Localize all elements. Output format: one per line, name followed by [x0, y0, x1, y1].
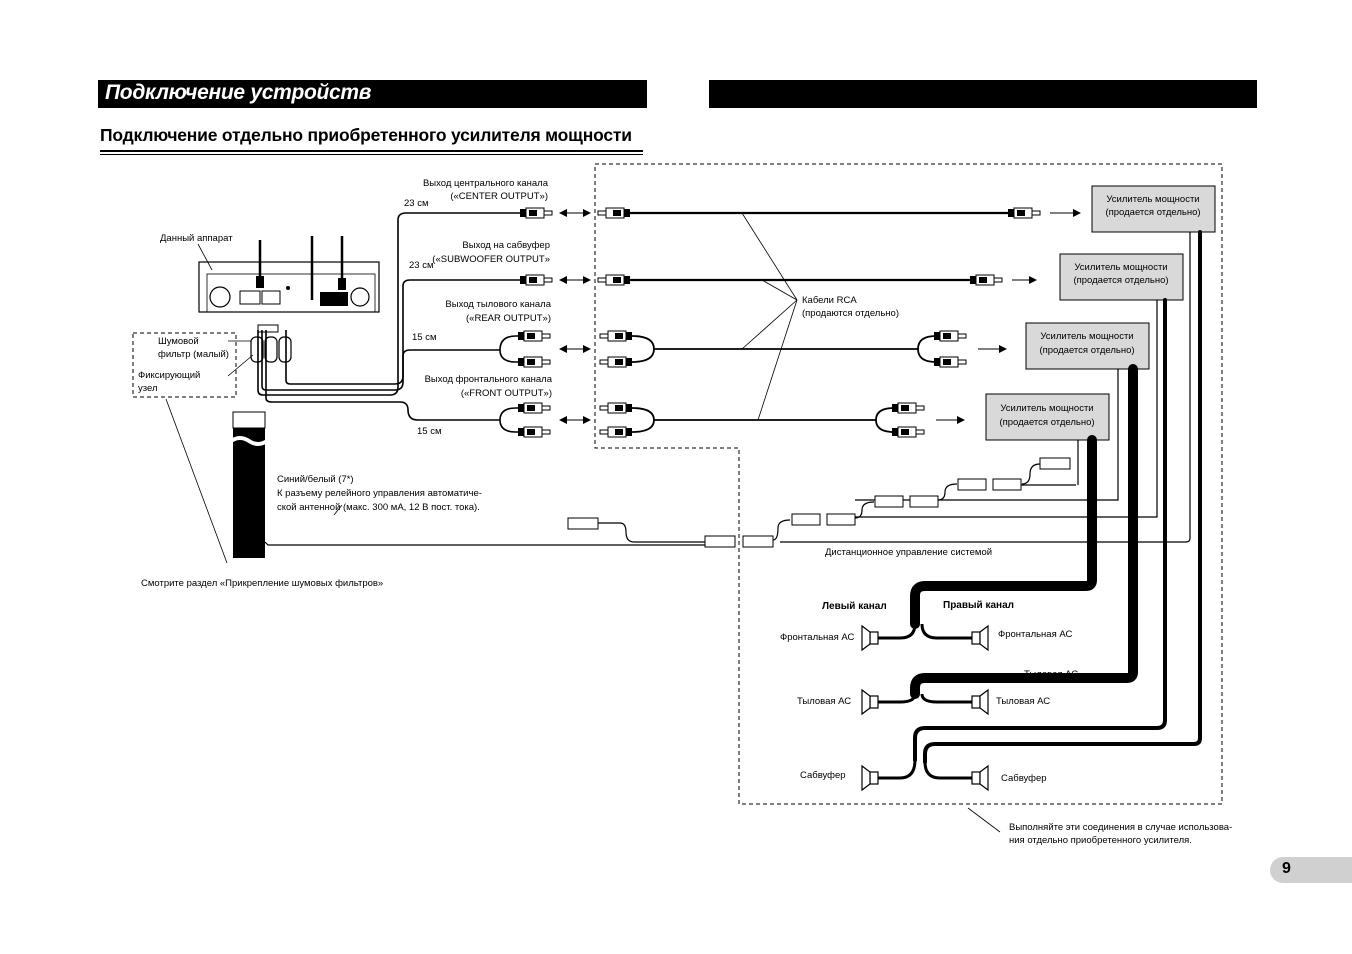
section-title: Подключение устройств [105, 81, 372, 104]
front-speaker-right-label: Фронтальная АС [998, 629, 1072, 640]
amp-1-label-2: (продается отдельно) [1105, 207, 1200, 218]
length-23-b: 23 см [409, 260, 434, 271]
section-header-bar: Подключение устройств [98, 80, 647, 108]
note-pointer [967, 807, 1001, 833]
amp-3-label-1: Усилитель мощности [1040, 331, 1133, 342]
clamp-label-2: узел [138, 383, 158, 394]
rca-output-connectors [499, 207, 553, 438]
rca-cables-label-1: Кабели RCA [802, 295, 857, 306]
subwoofer-right-label: Сабвуфер [1001, 773, 1047, 784]
center-output-label-2: («CENTER OUTPUT») [450, 191, 548, 202]
rear-output-label-2: («REAR OUTPUT») [466, 313, 551, 324]
subwoofer-left-label: Сабвуфер [800, 770, 846, 781]
rca-cables-label-2: (продаются отдельно) [802, 308, 899, 319]
relay-label-1: К разъему релейного управления автоматич… [277, 488, 482, 499]
amp-2-label-2: (продается отдельно) [1073, 275, 1168, 286]
front-output-label-1: Выход фронтального канала [425, 374, 553, 385]
diagram-labels: Данный аппарат Шумовой фильтр (малый) Фи… [138, 178, 1232, 846]
subsection-rule [100, 150, 643, 152]
output-cables [257, 212, 520, 421]
length-15-a: 15 см [412, 332, 437, 343]
front-output-label-2: («FRONT OUTPUT») [461, 388, 552, 399]
connection-arrows [559, 209, 591, 424]
length-15-b: 15 см [417, 426, 442, 437]
remote-label: Дистанционное управление системой [825, 547, 992, 558]
subsection-title: Подключение отдельно приобретенного усил… [100, 125, 632, 145]
rear-speaker-left-label: Тыловая АС [797, 696, 851, 707]
unit-label: Данный аппарат [160, 233, 233, 244]
right-channel-label: Правый канал [943, 600, 1014, 611]
noise-filter-label-1: Шумовой [158, 336, 199, 347]
clamp-label-1: Фиксирующий [138, 370, 200, 381]
rca-cables [597, 207, 1041, 438]
see-section-label: Смотрите раздел «Прикрепление шумовых фи… [141, 578, 383, 589]
subsection-rule-thin [100, 154, 643, 155]
blue-white-label: Синий/белый (7*) [277, 474, 354, 485]
amp-arrows [936, 209, 1081, 424]
rear-output-label-1: Выход тылового канала [445, 299, 551, 310]
amp-3-label-2: (продается отдельно) [1039, 345, 1134, 356]
remote-wires [780, 232, 1191, 543]
relay-label-2: ской антенной (макс. 300 мА, 12 В пост. … [277, 502, 480, 513]
note-label-2: ния отдельно приобретенного усилителя. [1009, 835, 1192, 846]
speaker-wires [910, 230, 1202, 764]
head-unit [197, 236, 380, 313]
noise-filter-label-2: фильтр (малый) [158, 349, 229, 360]
rear-speaker-right-label: Тыловая АС [996, 696, 1050, 707]
noise-filter [132, 324, 292, 564]
amp-1-label-1: Усилитель мощности [1106, 194, 1199, 205]
front-speaker-left-label: Фронтальная АС [780, 632, 854, 643]
left-channel-label: Левый канал [822, 601, 887, 612]
page-number-tab [1270, 857, 1352, 883]
amp-4-label-1: Усилитель мощности [1000, 403, 1093, 414]
wire-bundle [229, 411, 269, 558]
note-label-1: Выполняйте эти соединения в случае испол… [1009, 822, 1232, 833]
amp-2-label-1: Усилитель мощности [1074, 262, 1167, 273]
amp-4-label-2: (продается отдельно) [999, 417, 1094, 428]
page-number: 9 [1282, 860, 1291, 877]
section-header-bar-right [709, 80, 1257, 108]
speakers [861, 623, 989, 791]
rear-speaker-overlap-label: Тыловая АС [1024, 669, 1078, 680]
length-23-a: 23 см [404, 198, 429, 209]
center-output-label-1: Выход центрального канала [423, 178, 549, 189]
sub-output-label-2: («SUBWOOFER OUTPUT» [432, 254, 550, 265]
sub-output-label-1: Выход на сабвуфер [462, 240, 550, 251]
remote-chain [264, 457, 1071, 548]
amplifiers [985, 185, 1216, 441]
rca-callout-lines [741, 212, 798, 421]
amplifier-zone-boundary [594, 163, 1223, 805]
